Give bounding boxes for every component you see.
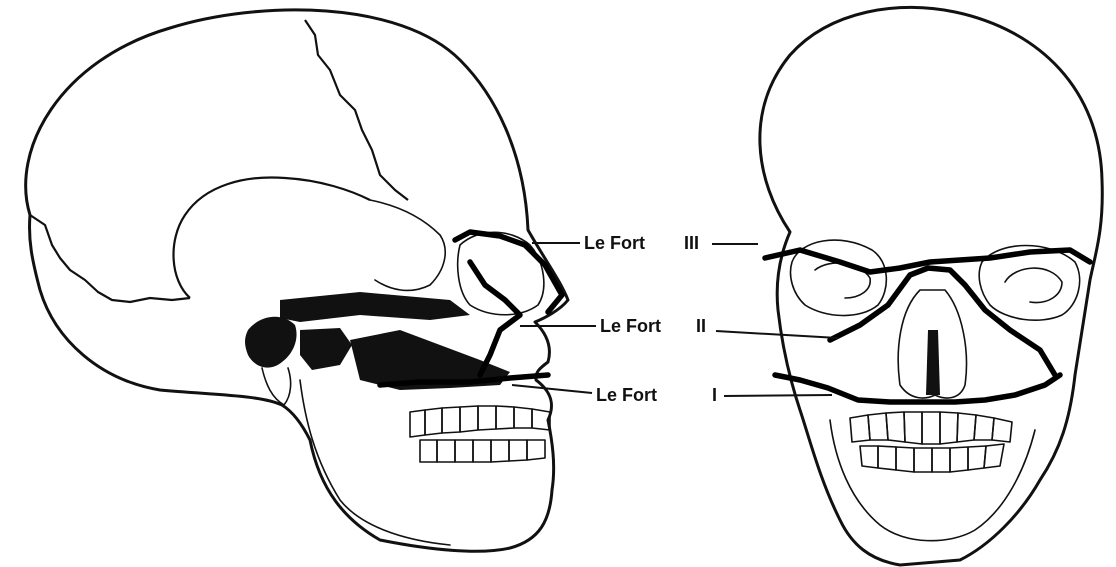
external-auditory-meatus xyxy=(245,317,297,368)
leader-le-fort-1-right xyxy=(724,395,832,396)
coronal-suture xyxy=(305,20,408,200)
frontal-skull xyxy=(760,7,1102,565)
lambdoid-suture xyxy=(30,215,190,302)
label-le-fort-1-name: Le Fort xyxy=(596,385,657,405)
leader-le-fort-2-right xyxy=(716,331,838,338)
frontal-mandible xyxy=(830,420,1035,541)
label-le-fort-1: Le Fort I xyxy=(512,385,832,405)
frontal-left-orbit-inner xyxy=(1005,268,1062,302)
lateral-le-fort-2-line xyxy=(470,262,520,375)
label-le-fort-3-name: Le Fort xyxy=(584,233,645,253)
leader-le-fort-1-left xyxy=(512,385,592,393)
frontal-cranium-outline xyxy=(760,7,1102,565)
label-le-fort-1-numeral: I xyxy=(712,385,717,405)
lateral-lower-teeth xyxy=(420,440,545,462)
label-le-fort-2-name: Le Fort xyxy=(600,316,661,336)
frontal-lower-teeth xyxy=(860,444,1004,472)
sphenoid-wing xyxy=(370,200,445,290)
label-le-fort-3: Le Fort III xyxy=(532,233,758,253)
lateral-orbit xyxy=(458,232,544,315)
zygomatic-arch xyxy=(280,292,470,322)
label-le-fort-2-numeral: II xyxy=(696,316,706,336)
pterygoid-shading xyxy=(300,328,352,370)
lateral-cranium-outline xyxy=(26,10,568,551)
squamosal-suture xyxy=(174,177,370,298)
lateral-skull xyxy=(26,10,568,551)
lateral-upper-teeth xyxy=(410,406,550,437)
nasal-septum xyxy=(926,330,940,395)
frontal-upper-teeth xyxy=(850,412,1012,444)
frontal-le-fort-2-line xyxy=(830,268,1055,375)
label-le-fort-2: Le Fort II xyxy=(520,316,838,338)
label-le-fort-3-numeral: III xyxy=(684,233,699,253)
